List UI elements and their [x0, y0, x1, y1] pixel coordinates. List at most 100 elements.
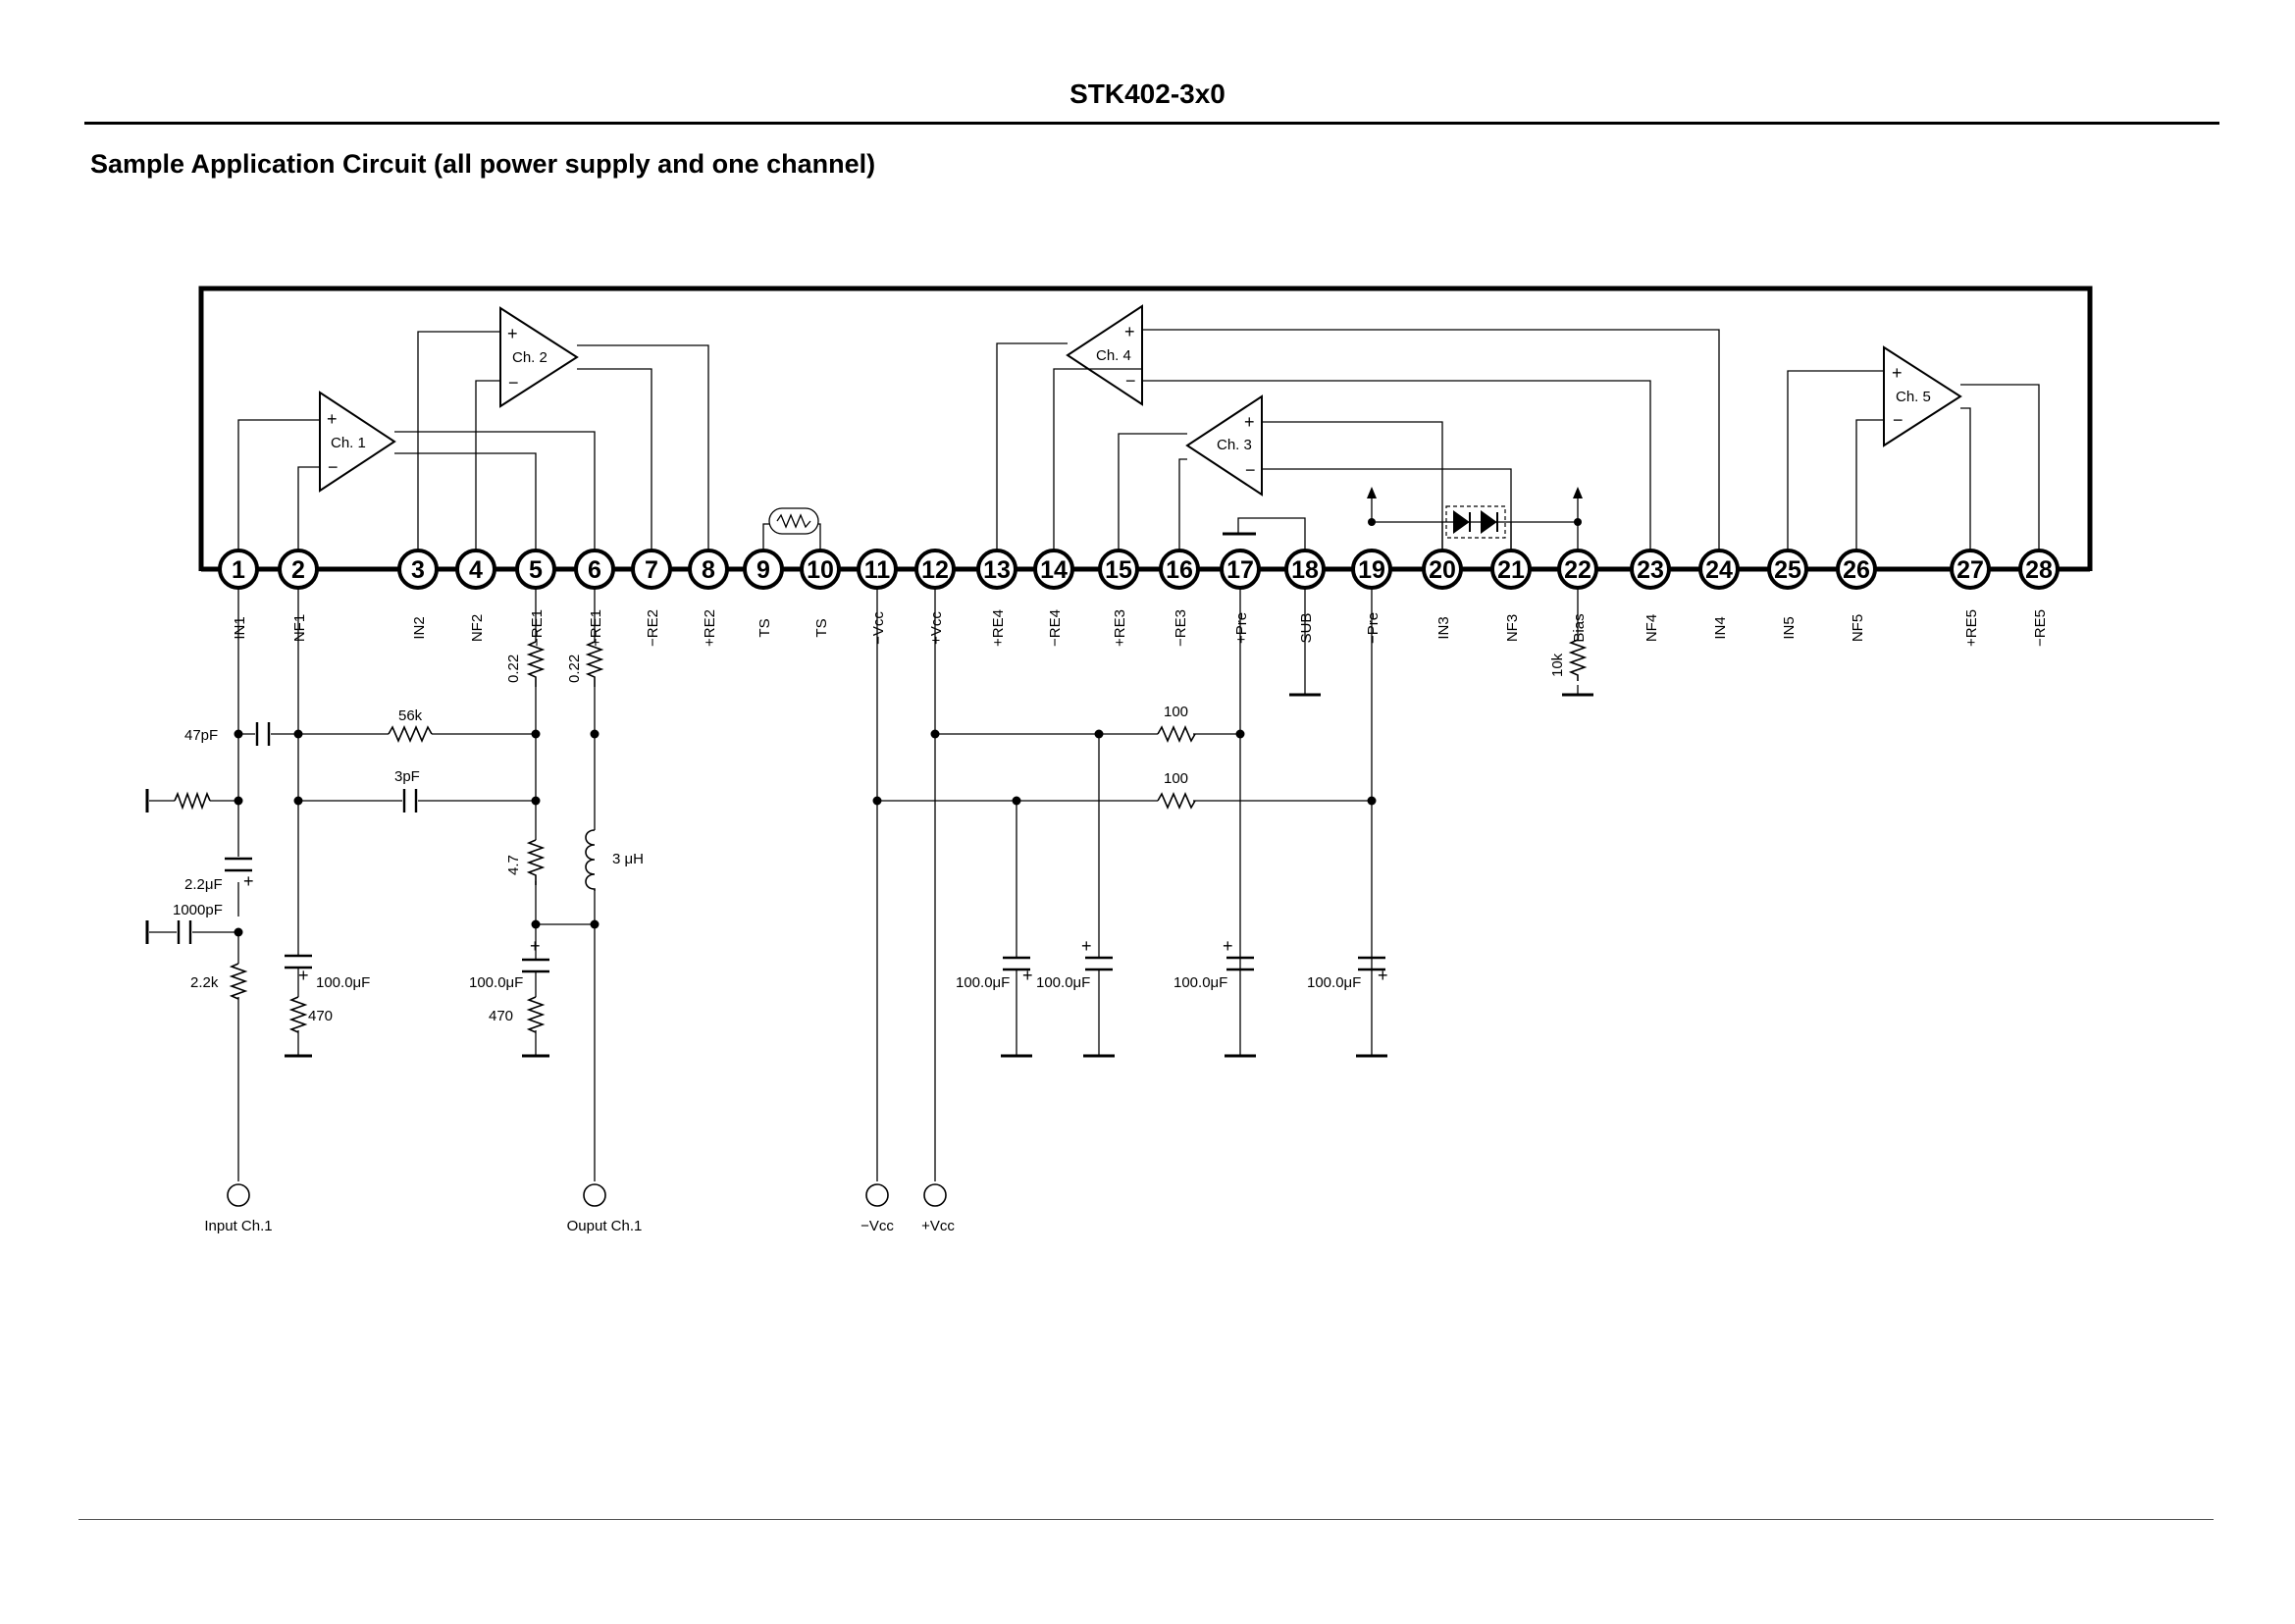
- pin-23-circle: [1630, 549, 1671, 590]
- pin-12-label: +Vcc: [928, 611, 945, 645]
- terminal-neg-vcc: [865, 1183, 889, 1207]
- amp-ch4-plus: +: [1124, 322, 1135, 341]
- pin-20-circle: [1422, 549, 1463, 590]
- resistor-470-re1: [526, 996, 546, 1033]
- resistor-100-neg: [1157, 791, 1196, 811]
- pin-10-circle: [800, 549, 841, 590]
- amp-ch1-minus: −: [328, 457, 339, 477]
- bias-diode-1: [1453, 510, 1471, 534]
- terminal-output-label: Ouput Ch.1: [567, 1218, 643, 1234]
- label-2u2: 2.2μF: [184, 876, 223, 893]
- bias-arrow-right: [1573, 487, 1583, 498]
- label-47pf: 47pF: [184, 727, 218, 744]
- inductor-3uh: [585, 829, 596, 891]
- pin-19-label: −Pre: [1365, 612, 1382, 644]
- pin-27-number: 27: [1956, 556, 1984, 584]
- pin-14-circle: [1033, 549, 1074, 590]
- amp-ch4: [1066, 304, 1143, 406]
- label-1000pf: 1000pF: [173, 902, 223, 918]
- pin-16-number: 16: [1166, 556, 1193, 584]
- pin-7-number: 7: [645, 556, 658, 584]
- pin-15-label: +RE3: [1112, 609, 1128, 647]
- bias-diode-box: [1445, 505, 1506, 539]
- pin-26-label: NF5: [1850, 614, 1866, 642]
- external-wiring: [149, 587, 1579, 1181]
- pin-21-circle: [1490, 549, 1532, 590]
- pin-25-label: IN5: [1781, 616, 1798, 639]
- pin-20-number: 20: [1429, 556, 1456, 584]
- cap-plus-vpos: +: [1081, 936, 1092, 956]
- label-4r7: 4.7: [505, 855, 522, 875]
- pin-9-circle: [743, 549, 784, 590]
- amp-ch4-minus: −: [1125, 371, 1136, 391]
- amp-ch1-label: Ch. 1: [331, 435, 366, 451]
- pin-9-label: TS: [756, 618, 773, 637]
- pin-22-label: Bias: [1571, 613, 1588, 642]
- pin-18-label: SUB: [1298, 613, 1315, 644]
- cap-plus-prepos: +: [1223, 936, 1233, 956]
- page-title: STK402-3x0: [1069, 79, 1226, 109]
- pin-11-label: −Vcc: [870, 611, 887, 645]
- pin-22-number: 22: [1564, 556, 1591, 584]
- amp-ch2-minus: −: [508, 373, 519, 393]
- terminal-neg-vcc-label: −Vcc: [861, 1218, 894, 1234]
- resistor-470-nf1: [288, 996, 308, 1033]
- amp-ch1-plus: +: [327, 409, 338, 429]
- pin-8-number: 8: [702, 556, 715, 584]
- amp-ch3: [1185, 394, 1263, 497]
- pin-23-number: 23: [1637, 556, 1664, 584]
- amp-ch2: [499, 306, 579, 408]
- amp-ch3-minus: −: [1245, 460, 1256, 480]
- pin-27-circle: [1950, 549, 1991, 590]
- amp-ch5-minus: −: [1893, 410, 1904, 430]
- resistor-100-pos: [1157, 724, 1196, 744]
- pin-12-number: 12: [921, 556, 949, 584]
- pin-18-number: 18: [1291, 556, 1319, 584]
- pin-5-number: 5: [529, 556, 543, 584]
- pin-27-label: +RE5: [1963, 609, 1980, 647]
- pin-28-number: 28: [2025, 556, 2053, 584]
- pin-7-label: −RE2: [645, 609, 661, 647]
- pin-7-circle: [631, 549, 672, 590]
- pin-23-label: NF4: [1643, 614, 1660, 642]
- terminal-output: [583, 1183, 606, 1207]
- amp-ch1: [319, 391, 396, 493]
- label-100uf-re1: 100.0μF: [469, 974, 523, 991]
- pin-13-number: 13: [983, 556, 1011, 584]
- pin-25-number: 25: [1774, 556, 1801, 584]
- pin-13-circle: [976, 549, 1017, 590]
- label-022-neg: 0.22: [505, 655, 522, 683]
- amp-ch3-label: Ch. 3: [1217, 437, 1252, 453]
- pin-28-label: −RE5: [2032, 609, 2049, 647]
- label-100-pos: 100: [1164, 704, 1188, 720]
- resistor-022-re1-pos: [585, 641, 604, 687]
- terminal-input-label: Input Ch.1: [204, 1218, 272, 1234]
- terminal-pos-vcc-label: +Vcc: [921, 1218, 955, 1234]
- pin-16-label: −RE3: [1173, 609, 1189, 647]
- pin-3-label: IN2: [411, 616, 428, 639]
- pin-28-circle: [2018, 549, 2060, 590]
- label-3pf: 3pF: [394, 768, 420, 785]
- pin-26-circle: [1836, 549, 1877, 590]
- pin-5-label: −RE1: [529, 609, 546, 647]
- pin-11-number: 11: [864, 556, 891, 584]
- label-10k: 10k: [1549, 653, 1566, 677]
- bias-arrow-left: [1367, 487, 1377, 498]
- junction: [1574, 518, 1582, 526]
- cap-plus-re1: +: [530, 936, 541, 956]
- pin-17-number: 17: [1226, 556, 1254, 584]
- cap-plus-nf1: +: [298, 966, 309, 985]
- label-022-pos: 0.22: [566, 655, 583, 683]
- pin-21-label: NF3: [1504, 614, 1521, 642]
- amp-ch5-plus: +: [1892, 363, 1903, 383]
- resistor-022-re1-neg: [526, 641, 546, 687]
- capacitors: [177, 722, 1385, 973]
- amp-ch2-label: Ch. 2: [512, 349, 548, 366]
- pin-9-number: 9: [756, 556, 770, 584]
- pin-6-number: 6: [588, 556, 601, 584]
- pin-24-number: 24: [1705, 556, 1733, 584]
- cap-plus-2u2: +: [243, 871, 254, 891]
- thermistor-zigzag: [776, 513, 811, 529]
- pin-14-number: 14: [1040, 556, 1068, 584]
- amp-ch5: [1883, 345, 1962, 447]
